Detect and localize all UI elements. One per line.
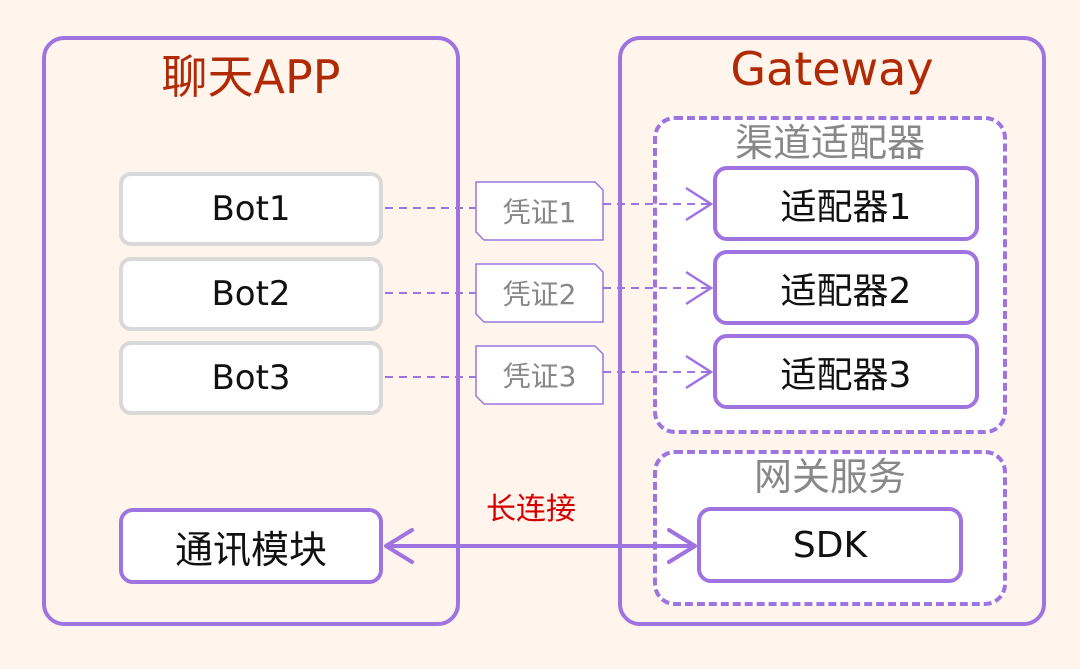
- long-connection-label: 长连接: [486, 492, 576, 527]
- gateway-service-label: 网关服务: [753, 455, 906, 499]
- gateway-title: Gateway: [730, 42, 934, 96]
- gateway-container: [618, 36, 1046, 626]
- bot-3[interactable]: Bot3: [119, 341, 383, 415]
- chat-app-container: [42, 36, 460, 626]
- comm-module[interactable]: 通讯模块: [119, 508, 383, 584]
- adapter-3[interactable]: 适配器3: [713, 334, 979, 409]
- chat-app-title: 聊天APP: [161, 50, 341, 104]
- credential-3: 凭证3: [502, 360, 577, 393]
- credential-1: 凭证1: [502, 196, 577, 229]
- bot-2[interactable]: Bot2: [119, 257, 383, 331]
- credential-2: 凭证2: [502, 278, 577, 311]
- adapter-2[interactable]: 适配器2: [713, 250, 979, 325]
- bot-1[interactable]: Bot1: [119, 172, 383, 246]
- channel-adapter-label: 渠道适配器: [734, 121, 925, 165]
- sdk-box[interactable]: SDK: [697, 507, 963, 583]
- adapter-1[interactable]: 适配器1: [713, 166, 979, 241]
